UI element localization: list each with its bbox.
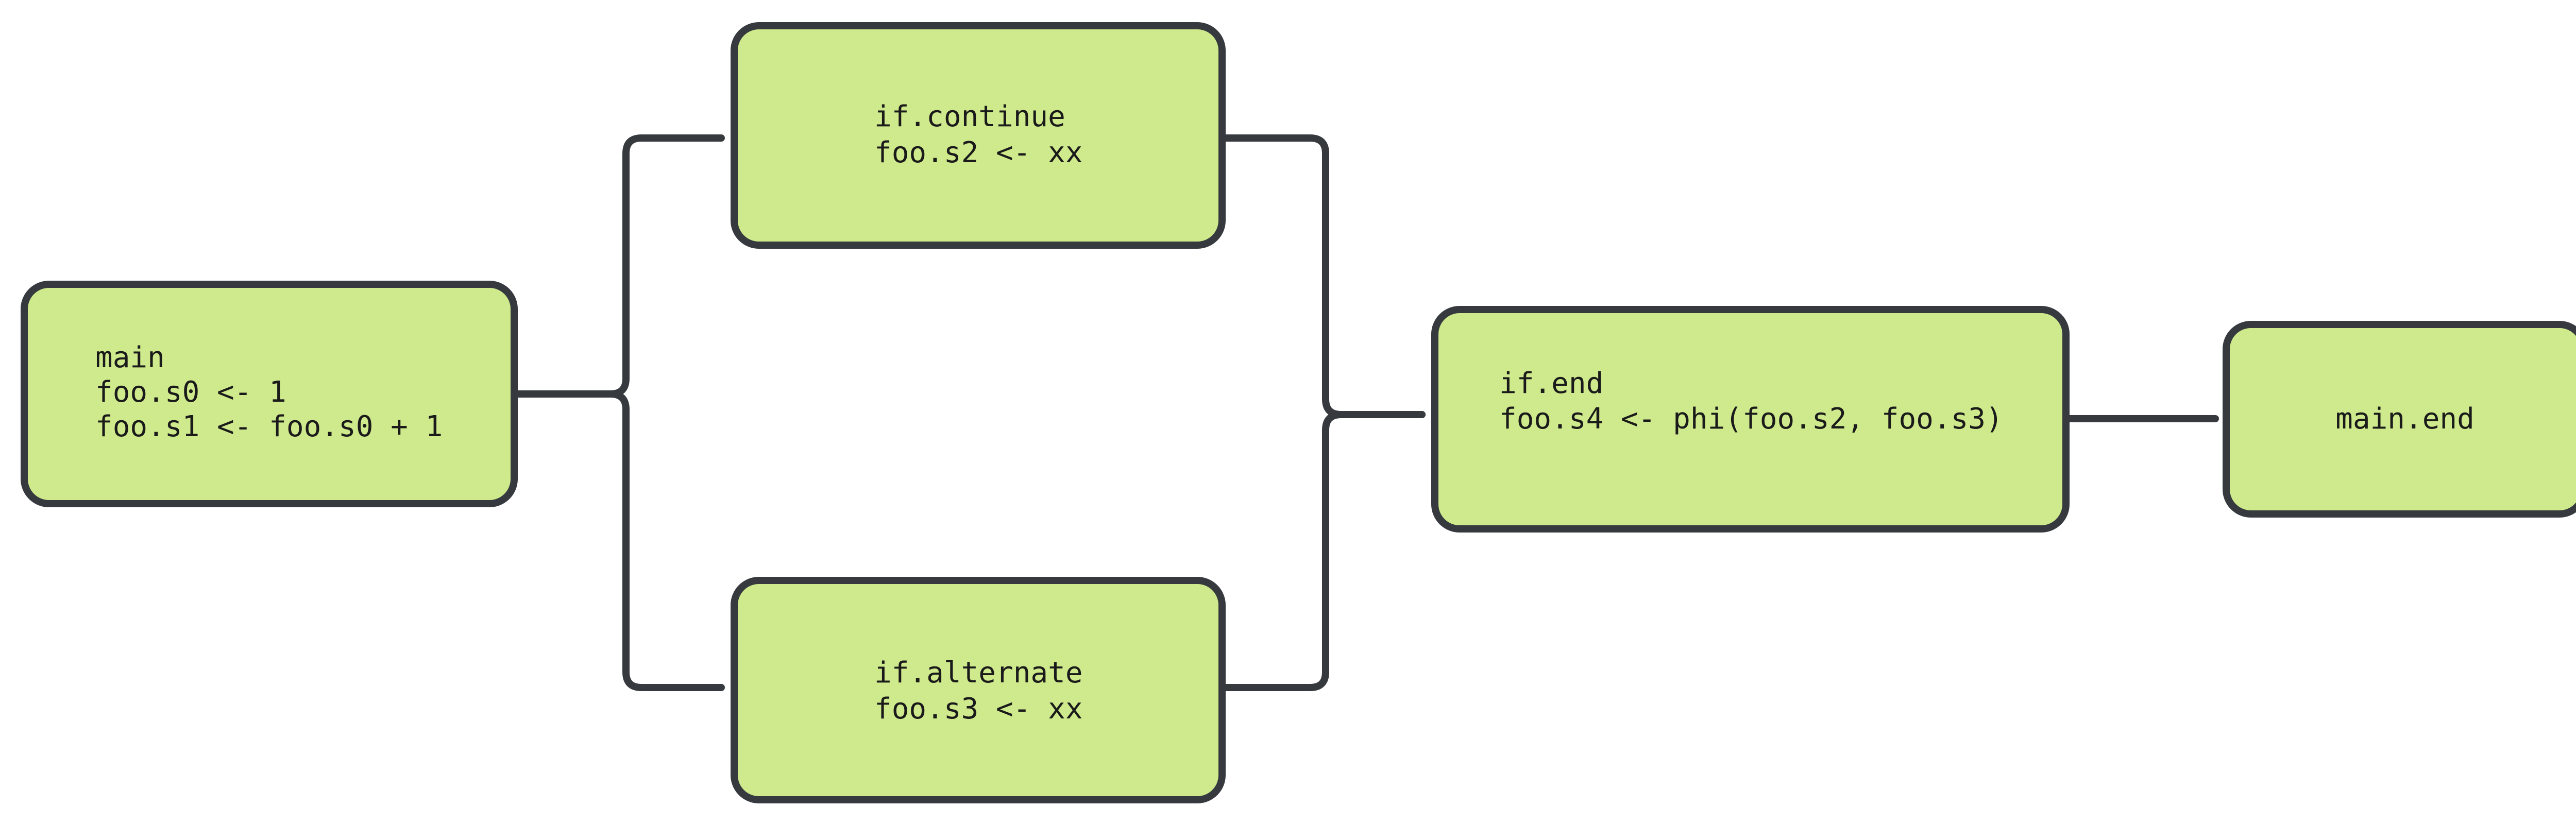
node-if-end: if.end foo.s4 <- phi(foo.s2, foo.s3) — [1431, 306, 2070, 533]
node-main-end-label: main.end — [2335, 402, 2475, 436]
node-if-continue-line: if.continue — [874, 100, 1065, 133]
node-if-continue-box — [731, 22, 1226, 249]
node-if-continue-line: foo.s2 <- xx — [874, 136, 1083, 169]
node-if-alternate-line: foo.s3 <- xx — [874, 692, 1083, 726]
node-if-alternate-box — [731, 577, 1226, 803]
node-if-continue-label: if.continue foo.s2 <- xx — [874, 100, 1083, 169]
node-main-line: foo.s0 <- 1 — [95, 375, 286, 409]
node-main-end: main.end — [2223, 321, 2576, 518]
node-if-alternate-line: if.alternate — [874, 656, 1083, 690]
node-main-line: main — [95, 341, 165, 374]
node-main-box — [21, 281, 518, 507]
edge-main-to-if-continue — [513, 134, 725, 398]
edge-if-alternate-to-if-end — [1221, 411, 1426, 691]
node-main-line: foo.s1 <- foo.s0 + 1 — [95, 410, 443, 443]
node-main-end-line: main.end — [2335, 402, 2475, 436]
edges — [513, 134, 2219, 691]
edge-main-to-if-alternate — [513, 390, 725, 691]
node-if-end-line: if.end — [1499, 367, 1603, 400]
node-if-end-label: if.end foo.s4 <- phi(foo.s2, foo.s3) — [1499, 367, 2003, 436]
node-main: main foo.s0 <- 1 foo.s1 <- foo.s0 + 1 — [21, 281, 518, 507]
node-main-end-box — [2223, 321, 2576, 518]
node-if-alternate-label: if.alternate foo.s3 <- xx — [874, 656, 1100, 726]
node-if-end-box — [1431, 306, 2070, 533]
node-main-label: main foo.s0 <- 1 foo.s1 <- foo.s0 + 1 — [95, 341, 443, 443]
edge-if-continue-to-if-end — [1221, 134, 1426, 418]
node-if-alternate: if.alternate foo.s3 <- xx — [731, 577, 1226, 803]
node-if-continue: if.continue foo.s2 <- xx — [731, 22, 1226, 249]
node-if-end-line: foo.s4 <- phi(foo.s2, foo.s3) — [1499, 402, 2003, 436]
